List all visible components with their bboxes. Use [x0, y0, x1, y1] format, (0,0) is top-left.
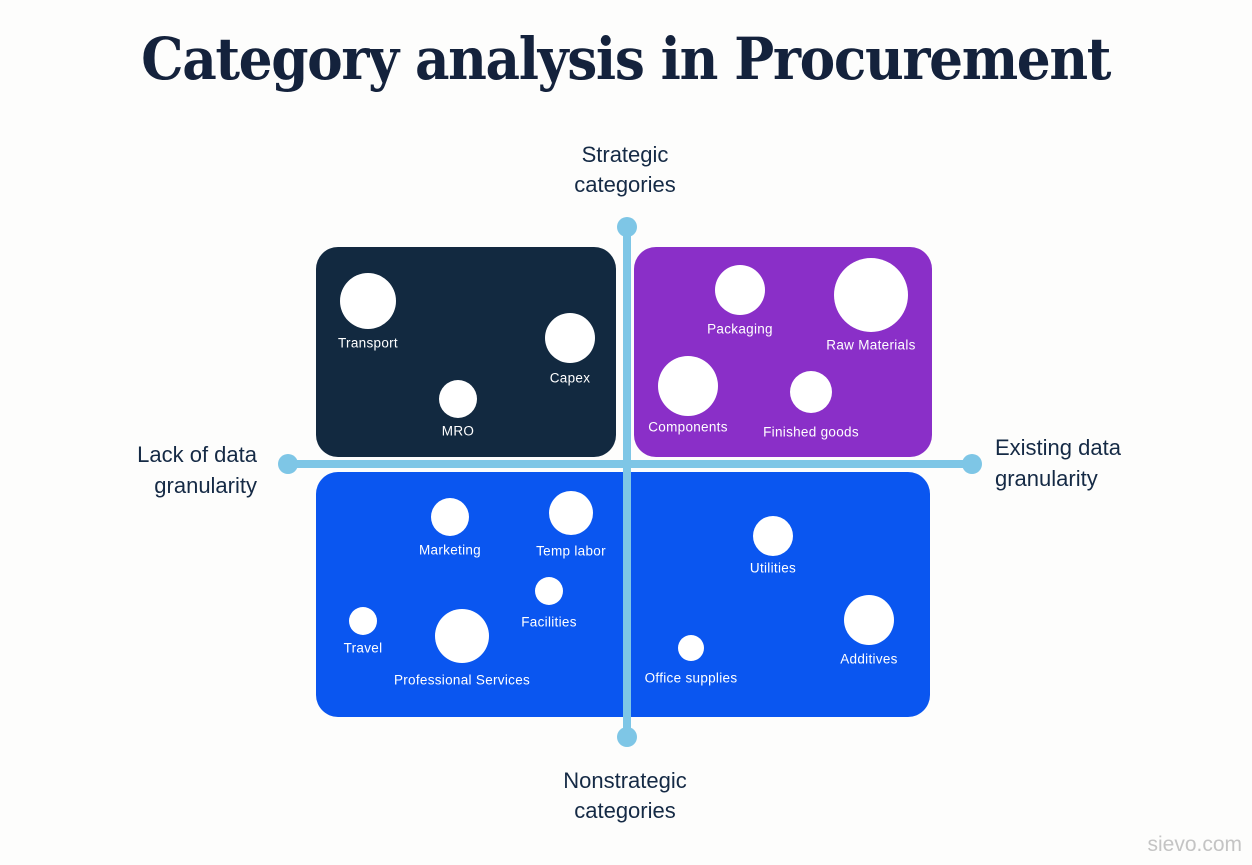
- bubble-facilities: [535, 577, 563, 605]
- bubble-temp-labor: [549, 491, 593, 535]
- axis-label-line: Existing data: [995, 435, 1121, 460]
- page-title-text: Category analysis in Procurement: [141, 25, 1112, 93]
- bubble-label-finished-goods: Finished goods: [763, 424, 859, 440]
- bubble-label-temp-labor: Temp labor: [536, 543, 606, 559]
- bubble-label-utilities: Utilities: [749, 560, 797, 576]
- bubble-travel: [349, 607, 377, 635]
- bubble-utilities: [753, 516, 793, 556]
- bubble-label-travel: Travel: [343, 640, 383, 656]
- horizontal-axis-left-cap-icon: [278, 454, 298, 474]
- axis-label-nonstrategic-categories: Nonstrategic categories: [563, 766, 687, 826]
- axis-label-line: Strategic: [581, 142, 669, 167]
- bubble-label-office-supplies: Office supplies: [644, 670, 738, 686]
- bubble-label-professional-services: Professional Services: [393, 672, 531, 688]
- axis-label-existing-data-granularity: Existing data granularity: [995, 432, 1121, 494]
- axis-label-line: categories: [574, 172, 676, 197]
- axis-label-line: categories: [574, 798, 676, 823]
- bubble-label-packaging: Packaging: [707, 321, 773, 337]
- bubble-transport: [340, 273, 396, 329]
- page-title: Category analysis in Procurement: [0, 25, 1252, 93]
- bubble-label-capex: Capex: [549, 370, 591, 386]
- bubble-components: [658, 356, 718, 416]
- bubble-marketing: [431, 498, 469, 536]
- bubble-packaging: [715, 265, 765, 315]
- bubble-finished-goods: [790, 371, 832, 413]
- axis-label-strategic-categories: Strategic categories: [574, 140, 676, 200]
- bubble-label-components: Components: [648, 419, 728, 435]
- axis-label-line: granularity: [154, 473, 257, 498]
- bubble-raw-materials: [834, 258, 908, 332]
- vertical-axis-bottom-cap-icon: [617, 727, 637, 747]
- horizontal-axis-right-cap-icon: [962, 454, 982, 474]
- bubble-label-transport: Transport: [338, 335, 398, 351]
- axis-label-lack-of-data-granularity: Lack of data granularity: [137, 439, 257, 501]
- bubble-label-additives: Additives: [840, 651, 898, 667]
- bubble-office-supplies: [678, 635, 704, 661]
- bubble-label-facilities: Facilities: [521, 614, 577, 630]
- bubble-label-marketing: Marketing: [419, 542, 481, 558]
- watermark-sievo: sievo.com: [1147, 833, 1242, 856]
- bubble-label-mro: MRO: [441, 423, 475, 439]
- bubble-label-raw-materials: Raw Materials: [826, 337, 916, 353]
- bubble-mro: [439, 380, 477, 418]
- bubble-professional-services: [435, 609, 489, 663]
- bubble-capex: [545, 313, 595, 363]
- axis-label-line: granularity: [995, 466, 1098, 491]
- vertical-axis-top-cap-icon: [617, 217, 637, 237]
- vertical-axis-line: [623, 226, 631, 738]
- horizontal-axis-line: [288, 460, 972, 468]
- axis-label-line: Lack of data: [137, 442, 257, 467]
- bubble-additives: [844, 595, 894, 645]
- axis-label-line: Nonstrategic: [563, 768, 687, 793]
